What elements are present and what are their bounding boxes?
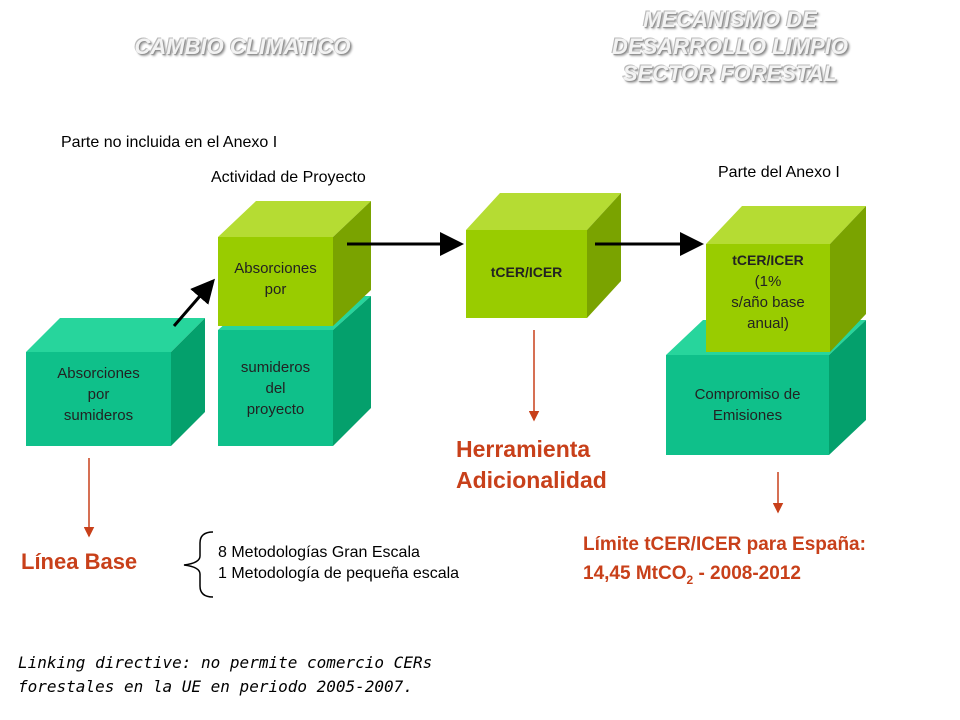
label-actividad-proyecto: Actividad de Proyecto <box>211 169 366 186</box>
methodology-brace <box>183 531 214 598</box>
text-proyecto-bottom: sumideros del proyecto <box>240 359 311 418</box>
herramienta-adicionalidad: Herramienta Adicionalidad <box>456 436 607 493</box>
methodologies-list: 8 Metodologías Gran Escala 1 Metodología… <box>218 542 459 584</box>
cube-absorciones-proyecto <box>218 201 371 326</box>
title-mecanismo: MECANISMO DE DESARROLLO LIMPIO SECTOR FO… <box>612 7 848 86</box>
label-parte-anexo: Parte del Anexo I <box>718 164 840 181</box>
text-compromiso: Compromiso de Emisiones <box>694 386 801 424</box>
label-parte-no-incluida: Parte no incluida en el Anexo I <box>61 134 278 151</box>
linking-directive-note: Linking directive: no permite comercio C… <box>18 653 433 696</box>
limite-tcer: Límite tCER/ICER para España: 14,45 MtCO… <box>583 534 866 587</box>
linea-base: Línea Base <box>21 549 138 574</box>
text-tcer-anexo: tCER/ICER (1% s/año base anual) <box>731 252 805 332</box>
cube-tcer-anexo <box>706 206 866 352</box>
cube-tcer <box>466 193 621 318</box>
methodology-item: 1 Metodología de pequeña escala <box>218 565 460 582</box>
title-cambio-climatico: CAMBIO CLIMATICO <box>134 34 351 59</box>
text-absorciones-base: Absorciones por sumideros <box>57 365 140 424</box>
methodology-item: 8 Metodologías Gran Escala <box>218 544 420 561</box>
text-tcer: tCER/ICER <box>490 264 563 280</box>
text-proyecto-top: Absorciones por <box>234 260 317 298</box>
cube-absorciones-base <box>26 318 205 446</box>
arrow-base-to-proyecto <box>172 278 215 327</box>
